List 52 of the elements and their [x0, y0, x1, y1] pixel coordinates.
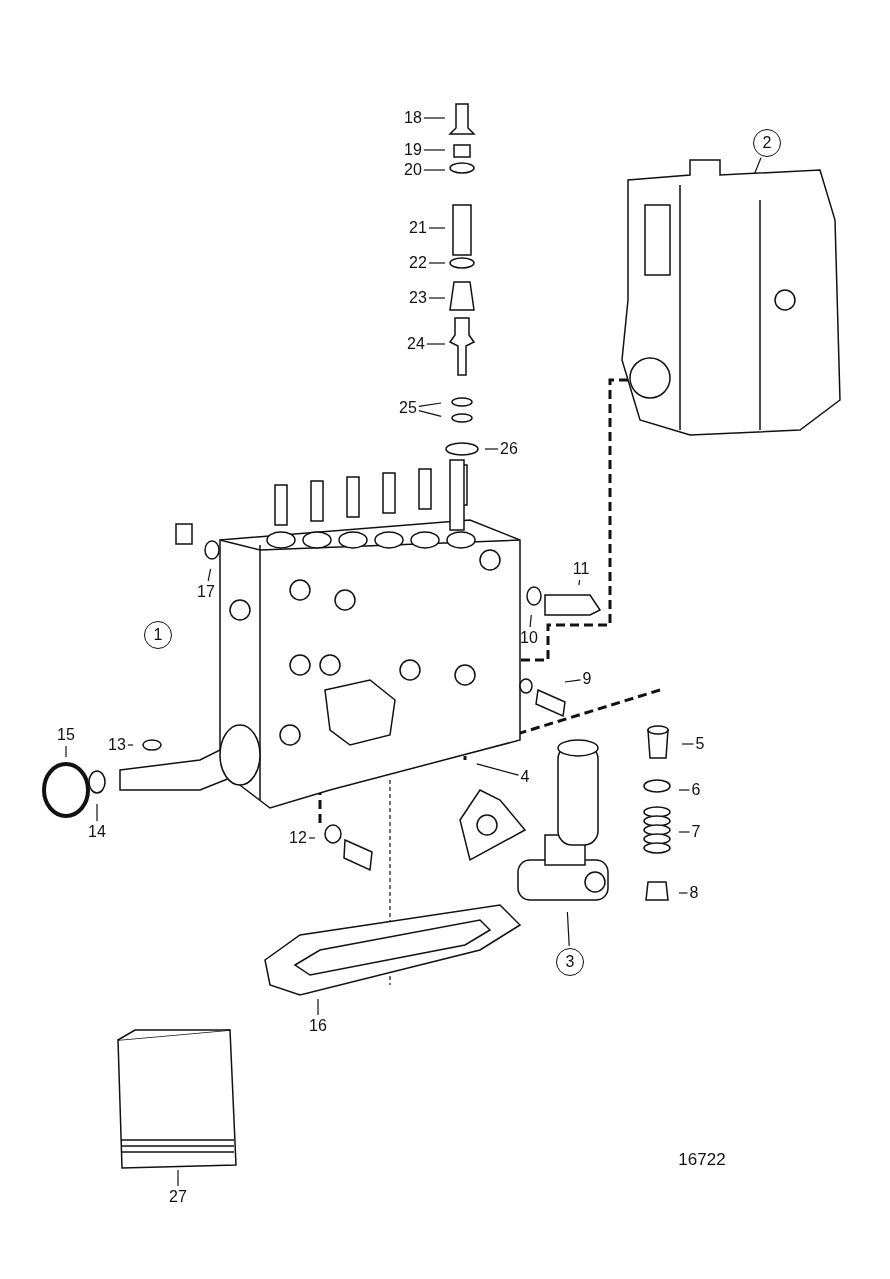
leader-line [423, 169, 446, 171]
callout-number: 20 [404, 161, 422, 179]
leader-line [177, 1169, 179, 1187]
leader-line [681, 743, 695, 745]
leader-line [529, 614, 532, 628]
callout-number: 25 [399, 399, 417, 417]
callout-number: 12 [289, 829, 307, 847]
leader-line [207, 568, 212, 582]
leader-line [428, 227, 446, 229]
callout-number: 16 [309, 1017, 327, 1035]
leader-line [566, 911, 570, 947]
callout-number: 6 [691, 781, 701, 799]
callout-number: 19 [404, 141, 422, 159]
leader-line [484, 448, 499, 450]
leader-line [418, 402, 442, 407]
leader-line [96, 803, 98, 822]
callout-number: 18 [404, 109, 422, 127]
callout-number: 24 [407, 335, 425, 353]
callout-number: 27 [169, 1188, 187, 1206]
callout-number: 5 [695, 735, 705, 753]
leader-line [426, 343, 446, 345]
leader-line [678, 831, 691, 833]
leader-line [127, 744, 134, 746]
callout-number: 23 [409, 289, 427, 307]
leader-line [754, 157, 762, 175]
leader-line [678, 789, 691, 791]
leader-line [308, 837, 316, 839]
leader-line [578, 579, 581, 586]
callout-number: 26 [500, 440, 518, 458]
callout-number: 11 [572, 560, 590, 578]
callout-number: 7 [691, 823, 701, 841]
callout-number: 14 [88, 823, 106, 841]
callout-number: 21 [409, 219, 427, 237]
callout-number: 15 [57, 726, 75, 744]
leader-line [65, 745, 67, 758]
drawing-number: 16722 [678, 1151, 726, 1169]
leader-line [678, 892, 689, 894]
callout-number: 9 [582, 670, 592, 688]
callout-number: 13 [108, 736, 126, 754]
leader-line [423, 117, 446, 119]
leader-line [476, 763, 520, 776]
leader-line [423, 149, 446, 151]
callout-number: 22 [409, 254, 427, 272]
callout-number: 10 [520, 629, 538, 647]
callout-number: 4 [520, 768, 530, 786]
callout-number: 17 [197, 583, 215, 601]
leader-line [428, 297, 446, 299]
leader-line [418, 410, 442, 417]
leader-line [317, 998, 319, 1016]
callout-number: 8 [689, 884, 699, 902]
leader-line [428, 262, 446, 264]
leader-line [564, 679, 582, 683]
